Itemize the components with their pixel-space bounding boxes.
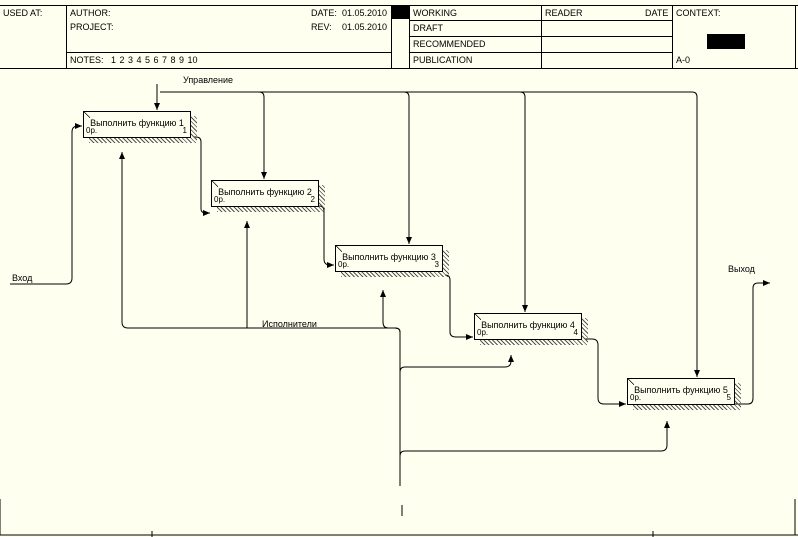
status-publication: PUBLICATION [413,55,473,65]
function-box-number: 5 [726,393,731,402]
function-box-2[interactable]: Выполнить функцию 2 0р. 2 [211,180,319,207]
function-box-4[interactable]: Выполнить функцию 4 0р. 4 [474,313,582,340]
rev-label: REV: [311,22,332,32]
reader-date-label: DATE [645,8,669,18]
function-box-title: Выполнить функцию 5 [634,385,728,395]
function-box-title: Выполнить функцию 1 [90,118,184,128]
function-box-3[interactable]: Выполнить функцию 3 0р. 3 [335,245,443,272]
input-arrow-label: Вход [12,273,33,283]
function-box-title: Выполнить функцию 3 [342,252,436,262]
function-box-title: Выполнить функцию 4 [481,320,575,330]
function-box-cost: 0р. [338,260,350,269]
notes-label: NOTES: [70,55,104,65]
function-box-5[interactable]: Выполнить функцию 5 0р. 5 [627,378,735,405]
status-working: WORKING [413,8,457,18]
function-box-1[interactable]: Выполнить функцию 1 0р. 1 [83,111,191,138]
rev-value: 01.05.2010 [342,22,388,32]
notes-numbers: 1 2 3 4 5 6 7 8 9 10 [111,55,198,65]
context-label: CONTEXT: [676,8,721,18]
function-box-cost: 0р. [477,328,489,337]
context-box [707,34,745,49]
function-box-number: 2 [310,195,315,204]
function-box-cost: 0р. [86,126,98,135]
control-arrow-label: Управление [183,75,234,85]
working-indicator [391,6,409,19]
project-label: PROJECT: [70,22,114,32]
function-box-cost: 0р. [630,393,642,402]
node-label: A-0 [676,55,691,65]
status-draft: DRAFT [413,23,443,33]
function-box-title: Выполнить функцию 2 [218,187,312,197]
function-box-cost: 0р. [214,195,226,204]
function-box-number: 1 [182,126,187,135]
author-label: AUTHOR: [70,8,111,18]
status-recommended: RECOMMENDED [413,39,486,49]
mechanism-arrow-label: Исполнители [262,319,317,329]
used-at-label: USED AT: [3,8,43,18]
date-value: 01.05.2010 [342,8,388,18]
output-arrow-label: Выход [728,264,755,274]
function-box-number: 3 [434,260,439,269]
function-box-number: 4 [573,328,578,337]
reader-label: READER [545,8,583,18]
date-label: DATE: [311,8,337,18]
